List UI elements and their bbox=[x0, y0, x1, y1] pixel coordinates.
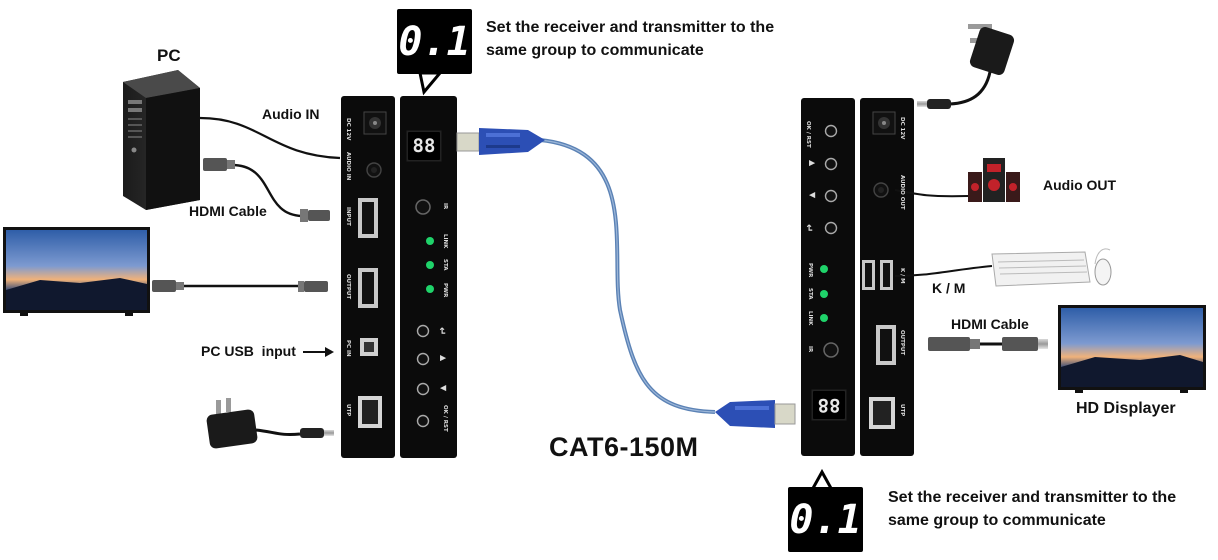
pc-usb-input-label: PC USB input bbox=[201, 343, 296, 359]
hdmi-connector-icon bbox=[203, 158, 330, 222]
note-bottom-line1: Set the receiver and transmitter to the bbox=[888, 489, 1177, 506]
audio-in-cable bbox=[199, 116, 341, 160]
keyboard-mouse-icon bbox=[991, 248, 1112, 287]
note-bottom-line2: same group to communicate bbox=[888, 512, 1106, 529]
group-display-top: 0.1 bbox=[397, 9, 472, 74]
note-top-line1: Set the receiver and transmitter to the bbox=[486, 19, 775, 36]
hdmi-in-cable bbox=[231, 163, 303, 218]
group-display-bottom: 0.1 bbox=[788, 487, 863, 552]
note-top-line2: same group to communicate bbox=[486, 42, 704, 59]
audio-out-label: Audio OUT bbox=[1043, 177, 1117, 193]
cat6-cable bbox=[456, 128, 796, 428]
receiver-front-panel bbox=[801, 98, 855, 456]
cat6-label: CAT6-150M bbox=[549, 432, 699, 462]
transmitter-rear-panel bbox=[341, 96, 395, 458]
receiver-rear-panel bbox=[860, 98, 914, 456]
led-pwr bbox=[426, 285, 434, 293]
note-top: Set the receiver and transmitter to the … bbox=[486, 16, 774, 62]
tv-icon-left bbox=[3, 227, 150, 316]
pc-label: PC bbox=[157, 46, 181, 65]
hdmi-cable-right bbox=[928, 337, 1048, 351]
led-pwr-rx bbox=[820, 265, 828, 273]
led-sta bbox=[426, 261, 434, 269]
note-bottom: Set the receiver and transmitter to the … bbox=[888, 486, 1176, 532]
led-sta-rx bbox=[820, 290, 828, 298]
hdmi-cable-right-label: HDMI Cable bbox=[951, 316, 1029, 332]
audio-in-label: Audio IN bbox=[262, 106, 320, 122]
power-adapter-icon-right bbox=[917, 24, 1015, 109]
hd-displayer-label: HD Displayer bbox=[1076, 400, 1176, 417]
tx-panel-display: 88 bbox=[407, 131, 441, 161]
power-adapter-icon-left bbox=[206, 398, 334, 449]
rx-panel-display: 88 bbox=[812, 390, 846, 420]
led-link-rx bbox=[820, 314, 828, 322]
pc-tower-icon bbox=[123, 70, 200, 210]
speakers-icon bbox=[968, 158, 1020, 202]
hdmi-cable-left-label: HDMI Cable bbox=[189, 203, 267, 219]
tv-icon-right bbox=[1058, 305, 1206, 393]
led-link bbox=[426, 237, 434, 245]
km-label: K / M bbox=[932, 280, 966, 296]
